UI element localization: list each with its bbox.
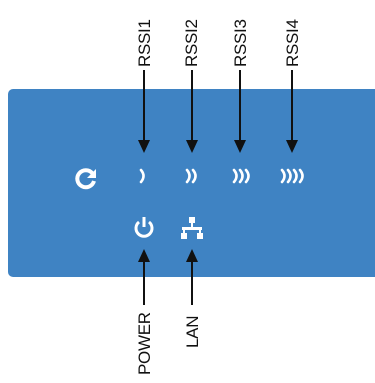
signal-1-bar-icon (139, 168, 145, 184)
arrowhead-power (138, 249, 150, 262)
signal-3-bar-icon (232, 168, 250, 184)
arrowhead-rssi1 (138, 140, 150, 153)
arrowhead-rssi4 (286, 140, 298, 153)
arrowhead-rssi3 (234, 140, 246, 153)
arrowhead-rssi2 (186, 140, 198, 153)
network-icon (181, 217, 203, 239)
signal-2-bar-icon (185, 168, 197, 184)
arrowhead-lan (186, 249, 198, 262)
refresh-icon (75, 168, 96, 190)
power-icon (134, 217, 154, 238)
signal-4-bar-icon (280, 168, 304, 184)
